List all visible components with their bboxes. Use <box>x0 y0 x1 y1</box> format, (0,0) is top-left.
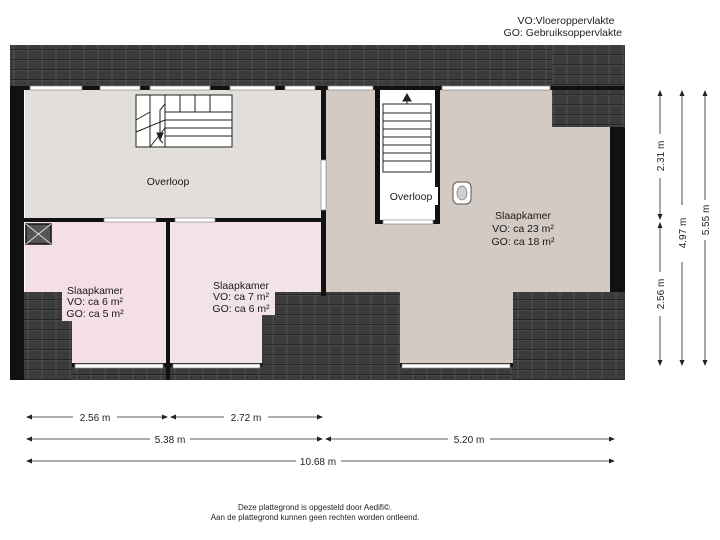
footer-line-2: Aan de plattegrond kunnen geen rechten w… <box>210 513 420 522</box>
label-slaapkamer-mid-name: Slaapkamer <box>213 280 270 292</box>
label-slaapkamer-mid-go: GO: ca 6 m² <box>212 303 270 315</box>
horizontal-dimensions <box>28 416 613 462</box>
footer: Deze plattegrond is opgesteld door Aedif… <box>0 503 630 523</box>
dim-5-38: 5.38 m <box>155 435 186 446</box>
vertical-dimensions <box>659 92 706 364</box>
shaft-icon <box>25 223 52 245</box>
label-overloop-left: Overloop <box>147 176 190 188</box>
dim-5-55: 5.55 m <box>701 205 712 236</box>
label-slaapkamer-left-name: Slaapkamer <box>67 285 124 297</box>
legend: VO:Vloeroppervlakte GO: Gebruiksoppervla… <box>504 15 622 39</box>
label-slaapkamer-mid-vo: VO: ca 7 m² <box>213 291 270 303</box>
label-slaapkamer-big-go: GO: ca 18 m² <box>491 236 555 248</box>
washbasin-icon <box>452 181 472 205</box>
dim-10-68: 10.68 m <box>300 457 336 468</box>
label-overloop-right: Overloop <box>390 191 433 203</box>
dim-2-72: 2.72 m <box>231 413 262 424</box>
dim-5-20: 5.20 m <box>454 435 485 446</box>
staircase-left <box>135 94 233 148</box>
footer-line-1: Deze plattegrond is opgesteld door Aedif… <box>238 503 392 512</box>
label-slaapkamer-left-vo: VO: ca 6 m² <box>67 296 124 308</box>
label-slaapkamer-big-name: Slaapkamer <box>495 210 552 222</box>
label-slaapkamer-big-vo: VO: ca 23 m² <box>492 223 554 235</box>
legend-vo: VO:Vloeroppervlakte <box>517 15 615 27</box>
dim-4-97: 4.97 m <box>678 218 689 249</box>
dim-2-56-vertical: 2.56 m <box>656 279 667 310</box>
windows <box>29 85 551 369</box>
dim-2-56-horizontal: 2.56 m <box>80 413 111 424</box>
roof-top <box>10 45 625 88</box>
label-slaapkamer-left-go: GO: ca 5 m² <box>66 308 124 320</box>
staircase-right <box>382 92 432 173</box>
legend-go: GO: Gebruiksoppervlakte <box>503 27 622 39</box>
dim-2-31: 2.31 m <box>656 141 667 172</box>
